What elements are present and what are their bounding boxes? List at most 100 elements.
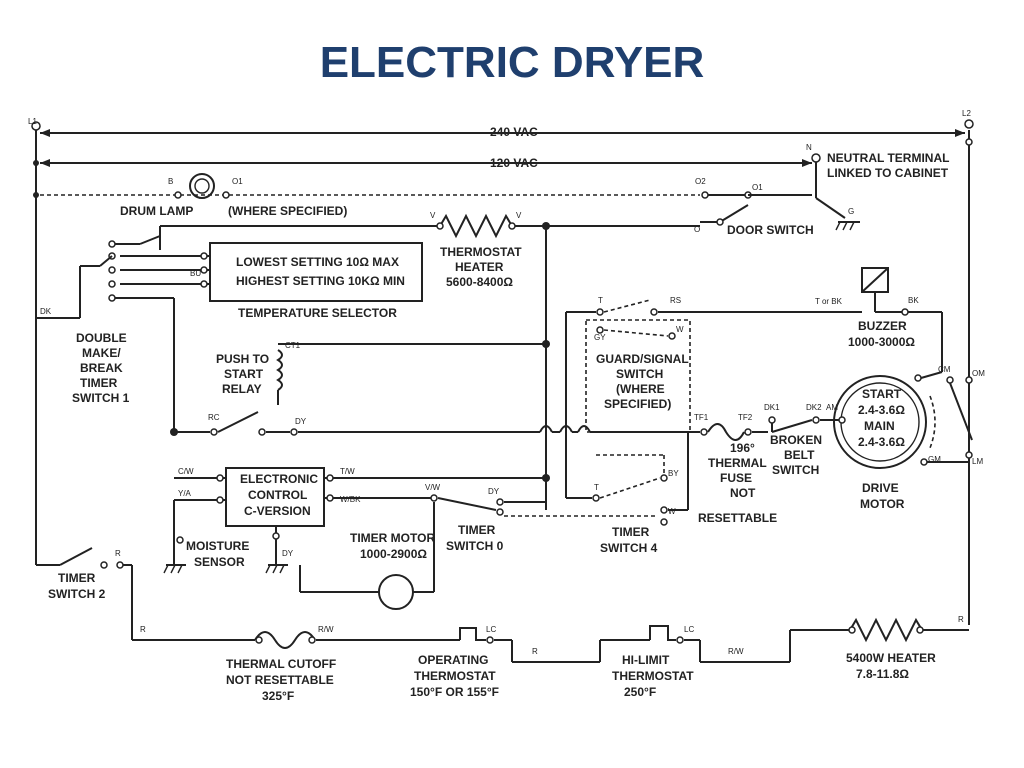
r-code-op: R <box>532 647 538 656</box>
t-code-guard: T <box>598 296 603 305</box>
w-code-guard: W <box>676 325 684 334</box>
l1-label: L1 <box>28 117 37 126</box>
rs-code: RS <box>670 296 681 305</box>
drive-motor-line2: MOTOR <box>860 497 905 511</box>
ya-code: Y/A <box>178 489 192 498</box>
by-code: BY <box>668 469 679 478</box>
timer-motor-line1: TIMER MOTOR <box>350 531 435 545</box>
v-code-heater-left: V <box>430 211 436 220</box>
dy-code-ts0: DY <box>488 487 500 496</box>
guard-switch-line1: GUARD/SIGNAL <box>596 352 689 366</box>
broken-belt-line3: SWITCH <box>772 463 819 477</box>
l2-label: L2 <box>962 109 971 118</box>
door-switch <box>700 191 812 226</box>
n-label: N <box>806 143 812 152</box>
timer-switch-2 <box>36 547 255 641</box>
thermal-cutoff-line1: THERMAL CUTOFF <box>226 657 336 671</box>
thermal-fuse-line1: 196° <box>730 441 755 455</box>
v-code-heater-right: V <box>516 211 522 220</box>
thermostat-heater <box>160 213 700 510</box>
bk-code: BK <box>908 296 919 305</box>
timer-switch-4 <box>566 432 689 526</box>
push-to-start-line3: RELAY <box>222 382 262 396</box>
timer-switch-1-line1: DOUBLE <box>76 331 127 345</box>
r-code-ts2: R <box>115 549 121 558</box>
r-code-bottom: R <box>140 625 146 634</box>
moisture-sensor-line1: MOISTURE <box>186 539 249 553</box>
electronic-control-line2: CONTROL <box>248 488 307 502</box>
broken-belt-line1: BROKEN <box>770 433 822 447</box>
r-code-heater: R <box>958 615 964 624</box>
timer-switch-1-line4: TIMER <box>80 376 118 390</box>
ground-symbols <box>163 500 288 574</box>
o2-code: O2 <box>695 177 706 186</box>
push-to-start-line1: PUSH TO <box>216 352 269 366</box>
timer-switch-2-line1: TIMER <box>58 571 96 585</box>
hi-limit-line3: 250°F <box>624 685 656 699</box>
timer-switch-0-line2: SWITCH 0 <box>446 539 504 553</box>
slide-title: ELECTRIC DRYER <box>319 38 705 87</box>
operating-thermostat-line1: OPERATING <box>418 653 488 667</box>
timer-switch-4-line2: SWITCH 4 <box>600 541 658 555</box>
lm-code: LM <box>972 457 983 466</box>
thermal-fuse-line3: FUSE <box>720 471 752 485</box>
120vac-label: 120 VAC <box>490 156 538 170</box>
temp-selector-label: TEMPERATURE SELECTOR <box>238 306 397 320</box>
neutral-ground <box>815 162 860 231</box>
wbk-code: W/BK <box>340 495 361 504</box>
dy-code-control: DY <box>282 549 294 558</box>
timer-switch-1 <box>36 235 175 432</box>
electronic-control-line3: C-VERSION <box>244 504 311 518</box>
supply-rails <box>31 119 974 625</box>
thermal-fuse <box>700 423 768 441</box>
tw-code: T/W <box>340 467 355 476</box>
o1-code-door: O1 <box>752 183 763 192</box>
broken-belt-line2: BELT <box>784 448 815 462</box>
thermal-fuse-line2: THERMAL <box>708 456 767 470</box>
timer-switch-0-line1: TIMER <box>458 523 496 537</box>
timer-switch-1-line2: MAKE/ <box>82 346 121 360</box>
drum-lamp <box>174 173 230 199</box>
ct1-code: CT1 <box>285 341 301 350</box>
motor-start-label: START <box>862 387 902 401</box>
push-to-start-relay <box>170 340 550 436</box>
neutral-linked-label: LINKED TO CABINET <box>827 166 949 180</box>
vw-code: V/W <box>425 483 441 492</box>
operating-thermostat-line2: THERMOSTAT <box>414 669 496 683</box>
gm-code: GM <box>928 455 941 464</box>
buzzer-resistance: 1000-3000Ω <box>848 335 915 349</box>
t-code-ts4: T <box>594 483 599 492</box>
gy-code-guard: GY <box>594 333 606 342</box>
thermal-fuse-line5: RESETTABLE <box>698 511 777 525</box>
door-switch-label: DOOR SWITCH <box>727 223 814 237</box>
buzzer-label: BUZZER <box>858 319 907 333</box>
timer-switch-4-line1: TIMER <box>612 525 650 539</box>
hi-limit-line1: HI-LIMIT <box>622 653 670 667</box>
moisture-sensor-line2: SENSOR <box>194 555 245 569</box>
crossover-humps <box>539 425 700 433</box>
o-code-door: O <box>694 225 700 234</box>
electronic-control-line1: ELECTRONIC <box>240 472 318 486</box>
g-code: G <box>848 207 854 216</box>
cw-code: C/W <box>178 467 194 476</box>
thermostat-heater-line3: 5600-8400Ω <box>446 275 513 289</box>
temp-selector-line1: LOWEST SETTING 10Ω MAX <box>236 255 399 269</box>
timer-switch-2-line2: SWITCH 2 <box>48 587 106 601</box>
heater-line1: 5400W HEATER <box>846 651 936 665</box>
240vac-label: 240 VAC <box>490 125 538 139</box>
push-to-start-line2: START <box>224 367 264 381</box>
b-code: B <box>168 177 173 186</box>
dk-code: DK <box>40 307 52 316</box>
guard-signal-switch <box>565 299 862 498</box>
thermal-cutoff-line2: NOT RESETTABLE <box>226 673 334 687</box>
guard-switch-line2: SWITCH <box>616 367 663 381</box>
thermal-cutoff-line3: 325°F <box>262 689 294 703</box>
cm-code: CM <box>938 365 951 374</box>
guard-switch-line4: SPECIFIED) <box>604 397 671 411</box>
dk2-code: DK2 <box>806 403 822 412</box>
om-code: OM <box>972 369 985 378</box>
rw-code-hi: R/W <box>728 647 744 656</box>
neutral-terminal-label: NEUTRAL TERMINAL <box>827 151 949 165</box>
motor-main-ohms: 2.4-3.6Ω <box>858 435 905 449</box>
